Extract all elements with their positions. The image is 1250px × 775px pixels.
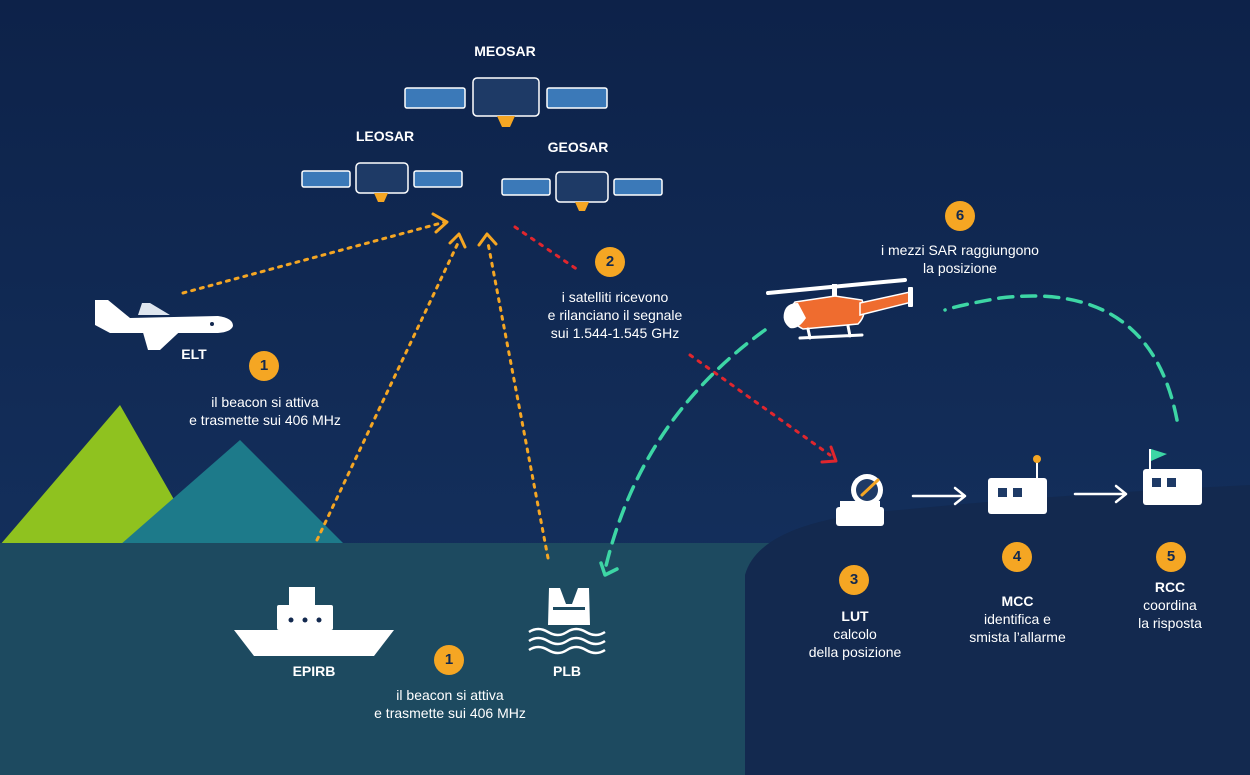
land — [745, 485, 1250, 775]
uplink-arrows — [181, 220, 550, 560]
step-badge: 1 — [434, 645, 464, 675]
step-badge: 1 — [249, 351, 279, 381]
step-1-sea-description: il beacon si attiva e trasmette sui 406 … — [374, 687, 526, 721]
step-badge: 5 — [1156, 542, 1186, 572]
step-badge: 2 — [595, 247, 625, 277]
step-4-description: MCC identifica e smista l’allarme — [969, 593, 1066, 645]
lut-antenna-icon — [836, 474, 884, 526]
ship-icon — [234, 587, 394, 656]
leosar-satellite-icon — [301, 162, 463, 202]
sar-route — [603, 294, 1179, 572]
meosar-label: MEOSAR — [474, 43, 536, 59]
sar-route-arrowhead — [599, 561, 619, 577]
step-3-description: LUT calcolo della posizione — [808, 608, 902, 660]
downlink-arrowhead — [820, 445, 838, 464]
leosar-label: LEOSAR — [355, 128, 415, 144]
step-badge: 3 — [839, 565, 869, 595]
step-1-description: il beacon si attiva e trasmette sui 406 … — [189, 394, 341, 428]
step-badge: 4 — [1002, 542, 1032, 572]
step-badge: 6 — [945, 201, 975, 231]
step-6-description: i mezzi SAR raggiungono la posizione — [881, 242, 1039, 276]
life-jacket-icon — [528, 588, 606, 655]
airplane-icon — [95, 300, 233, 350]
meosar-satellite-icon — [404, 77, 608, 127]
downlink-arrow — [513, 225, 832, 457]
mountain-teal — [120, 440, 345, 545]
epirb-label: EPIRB — [292, 663, 336, 679]
mountain-green — [0, 405, 200, 545]
flow-arrows — [911, 484, 1128, 506]
elt-label: ELT — [181, 346, 207, 362]
uplink-arrowheads — [431, 212, 498, 249]
step-2-description: i satelliti ricevono e rilanciano il seg… — [547, 289, 683, 341]
plb-label: PLB — [553, 663, 581, 679]
helicopter-icon — [766, 278, 913, 340]
mcc-building-icon — [988, 455, 1047, 514]
step-5-description: RCC coordina la risposta — [1138, 579, 1202, 631]
geosar-satellite-icon — [501, 171, 663, 211]
rcc-building-icon — [1143, 449, 1202, 505]
geosar-label: GEOSAR — [547, 139, 609, 155]
